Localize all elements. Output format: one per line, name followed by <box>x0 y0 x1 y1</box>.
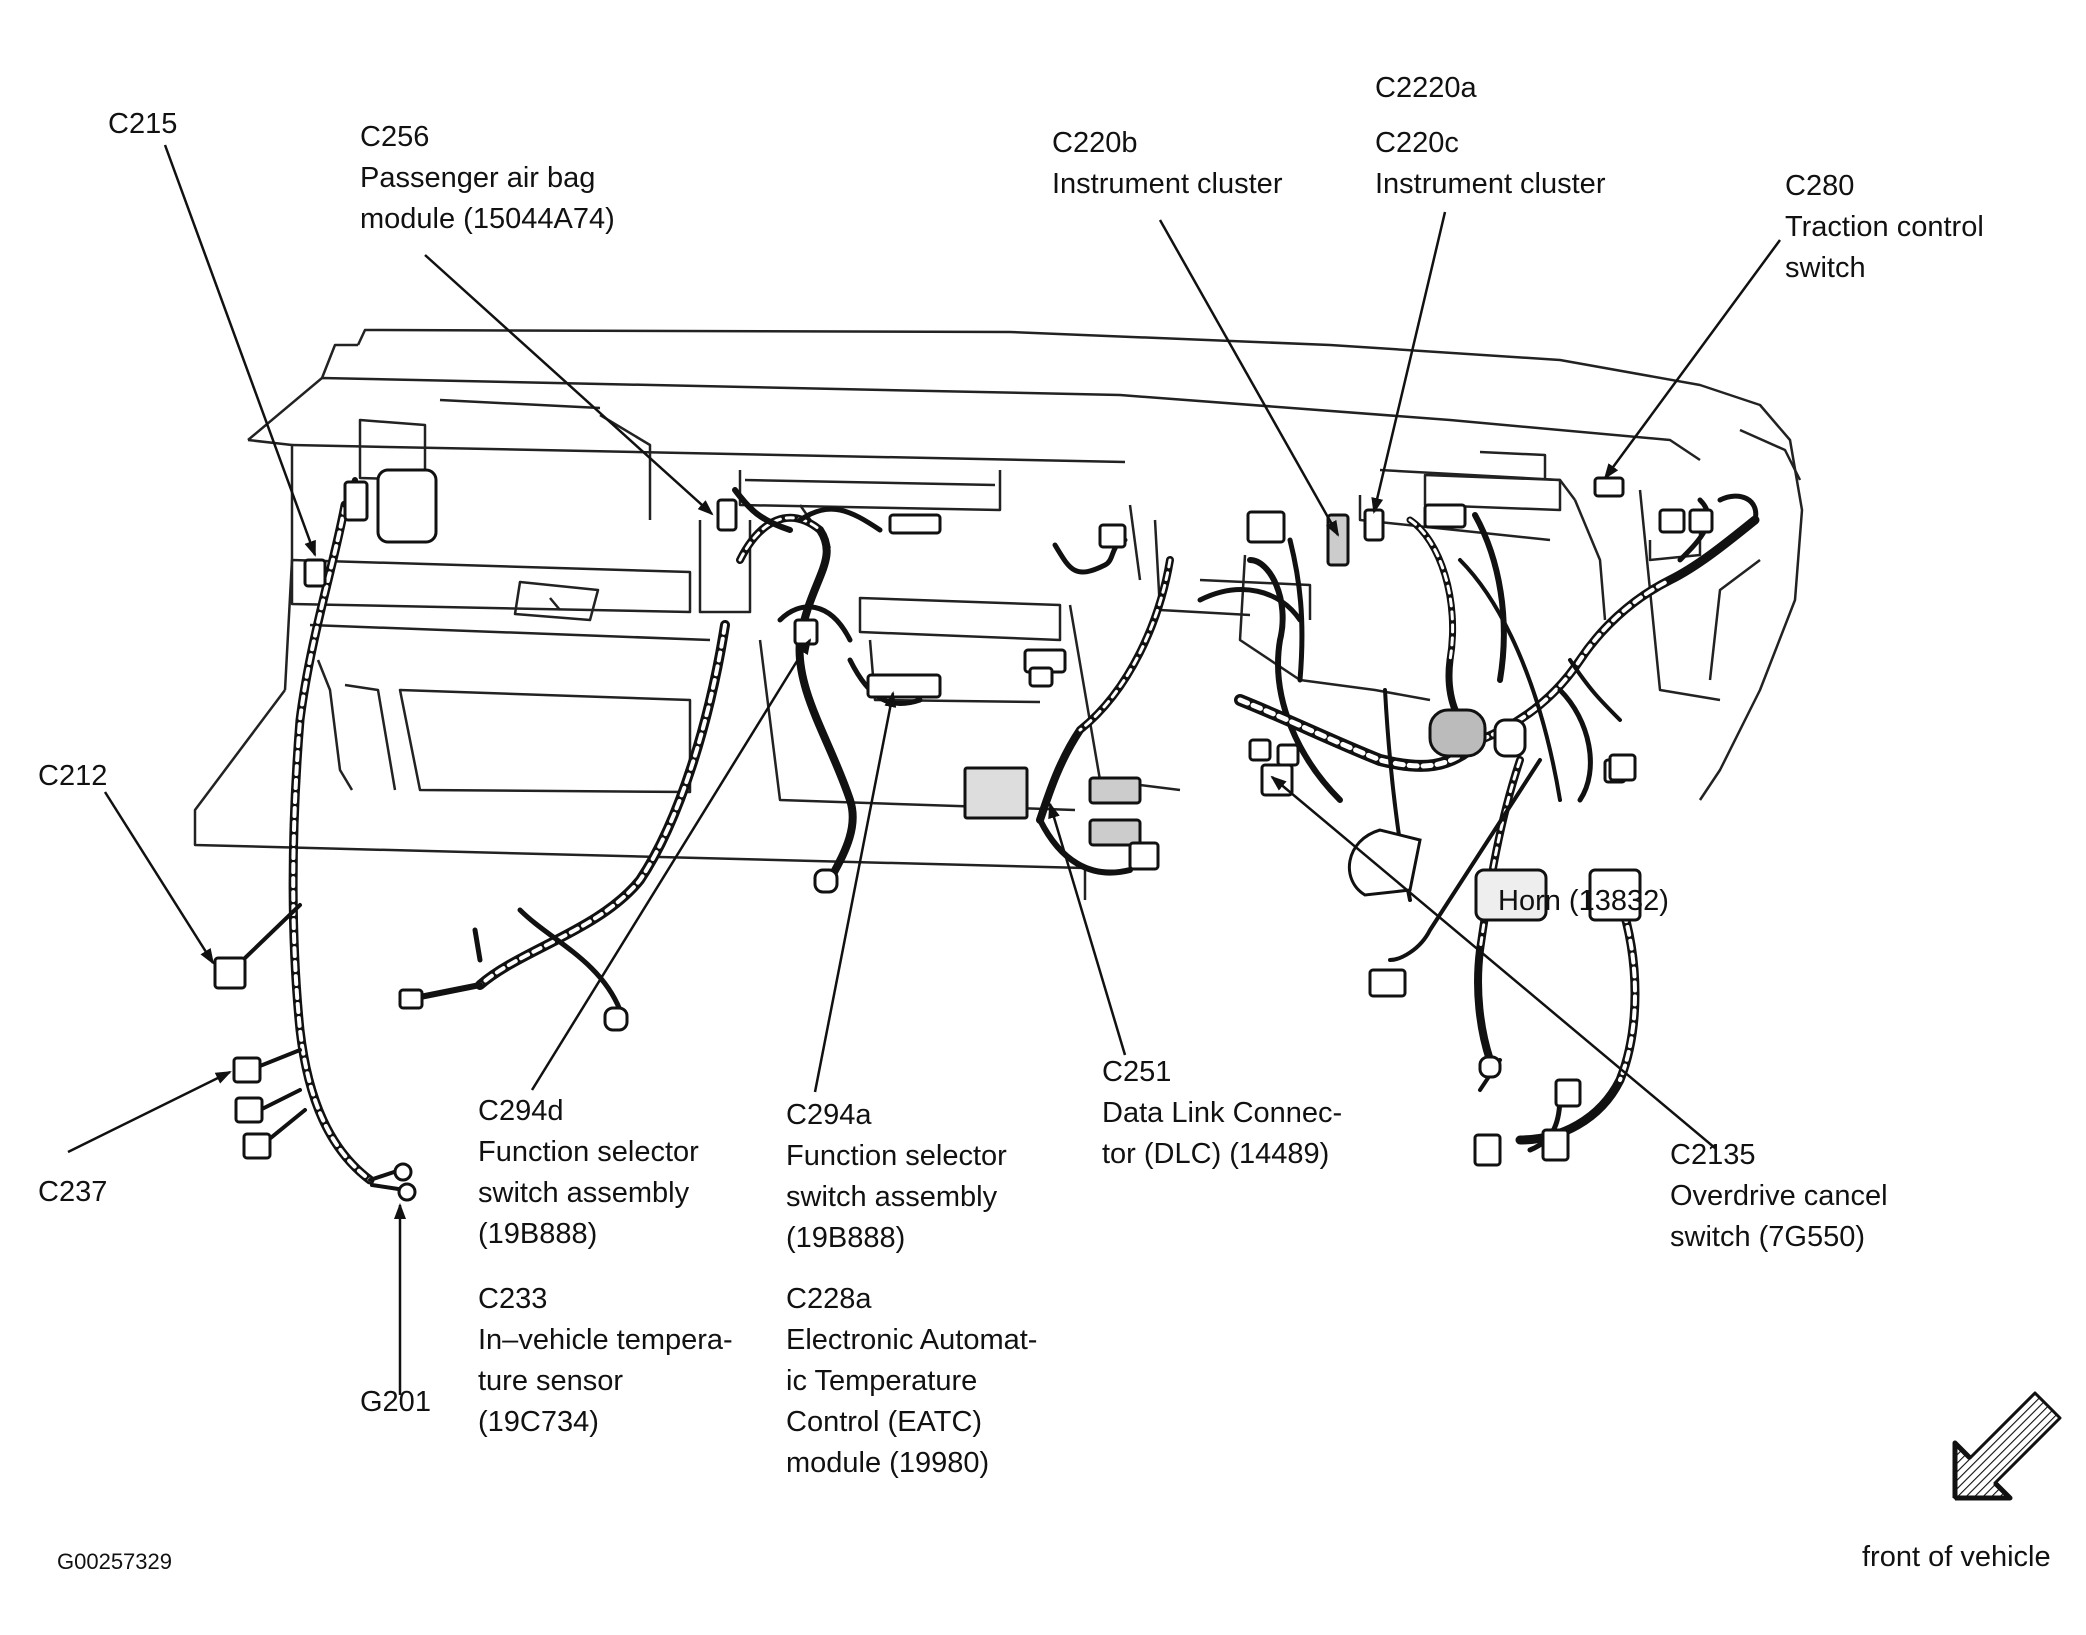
label-c294d: C294d Function selector switch assembly … <box>478 1091 699 1255</box>
label-c220c: C220c Instrument cluster <box>1375 123 1605 205</box>
front-of-vehicle-label: front of vehicle <box>1862 1537 2051 1578</box>
leader-lines <box>67 144 1782 1395</box>
label-c294d-code: C294d <box>478 1095 564 1127</box>
label-c280-desc-2: switch <box>1785 252 1866 284</box>
label-c251-desc-1: Data Link Connec- <box>1102 1097 1343 1129</box>
figure-id-text: G00257329 <box>57 1549 172 1574</box>
label-c2135-code: C2135 <box>1670 1139 1756 1171</box>
label-c233: C233 In–vehicle tempera- ture sensor (19… <box>478 1279 733 1443</box>
figure-id: G00257329 <box>57 1548 172 1576</box>
label-c256: C256 Passenger air bag module (15044A74) <box>360 117 615 240</box>
label-c237-code: C237 <box>38 1176 108 1208</box>
label-c251-desc-2: tor (DLC) (14489) <box>1102 1138 1330 1170</box>
label-c233-desc-1: In–vehicle tempera- <box>478 1324 733 1356</box>
label-c228a-desc-3: Control (EATC) <box>786 1406 983 1438</box>
label-c294a-desc-3: (19B888) <box>786 1222 906 1254</box>
label-c294d-desc-1: Function selector <box>478 1136 699 1168</box>
label-c220b: C220b Instrument cluster <box>1052 123 1282 205</box>
label-c280-desc-1: Traction control <box>1785 211 1984 243</box>
label-c2220a: C2220a <box>1375 68 1477 109</box>
label-c228a-code: C228a <box>786 1283 872 1315</box>
label-c294a-desc-1: Function selector <box>786 1140 1007 1172</box>
label-c228a-desc-4: module (19980) <box>786 1447 990 1479</box>
label-c212: C212 <box>38 756 107 797</box>
label-c215-code: C215 <box>108 108 178 140</box>
label-c237: C237 <box>38 1172 107 1213</box>
label-c256-desc-1: Passenger air bag <box>360 162 596 194</box>
label-c228a-desc-2: ic Temperature <box>786 1365 978 1397</box>
label-c228a-desc-1: Electronic Automat- <box>786 1324 1038 1356</box>
label-c220b-code: C220b <box>1052 127 1138 159</box>
front-of-vehicle-text: front of vehicle <box>1862 1541 2051 1573</box>
label-c233-code: C233 <box>478 1283 548 1315</box>
label-c233-desc-3: (19C734) <box>478 1406 599 1438</box>
label-c294a-desc-2: switch assembly <box>786 1181 998 1213</box>
label-c2135-desc-1: Overdrive cancel <box>1670 1180 1888 1212</box>
wiring-harness <box>243 477 1760 1192</box>
label-c294d-desc-2: switch assembly <box>478 1177 690 1209</box>
label-g201: G201 <box>360 1382 431 1423</box>
label-c294a-code: C294a <box>786 1099 872 1131</box>
label-horn-code: Horn (13832) <box>1498 885 1669 917</box>
label-c212-code: C212 <box>38 760 108 792</box>
label-c228a: C228a Electronic Automat- ic Temperature… <box>786 1279 1037 1484</box>
label-c294a: C294a Function selector switch assembly … <box>786 1095 1007 1259</box>
label-c294d-desc-3: (19B888) <box>478 1218 598 1250</box>
label-c215: C215 <box>108 104 177 145</box>
instrument-panel-drawing <box>193 328 1804 900</box>
label-c280-code: C280 <box>1785 170 1855 202</box>
label-c233-desc-2: ture sensor <box>478 1365 624 1397</box>
label-c220c-desc-1: Instrument cluster <box>1375 168 1606 200</box>
label-c251-code: C251 <box>1102 1056 1172 1088</box>
label-c2135-desc-2: switch (7G550) <box>1670 1221 1866 1253</box>
label-c220c-code: C220c <box>1375 127 1459 159</box>
label-c251: C251 Data Link Connec- tor (DLC) (14489) <box>1102 1052 1342 1175</box>
label-g201-code: G201 <box>360 1386 431 1418</box>
label-c256-desc-2: module (15044A74) <box>360 203 615 235</box>
label-c280: C280 Traction control switch <box>1785 166 1984 289</box>
front-of-vehicle-arrow-icon <box>1952 1391 2062 1501</box>
label-horn: Horn (13832) <box>1498 881 1669 922</box>
label-c256-code: C256 <box>360 121 430 153</box>
label-c2220a-code: C2220a <box>1375 72 1477 104</box>
label-c2135: C2135 Overdrive cancel switch (7G550) <box>1670 1135 1888 1258</box>
connectors <box>213 468 1714 1202</box>
label-c220b-desc-1: Instrument cluster <box>1052 168 1283 200</box>
